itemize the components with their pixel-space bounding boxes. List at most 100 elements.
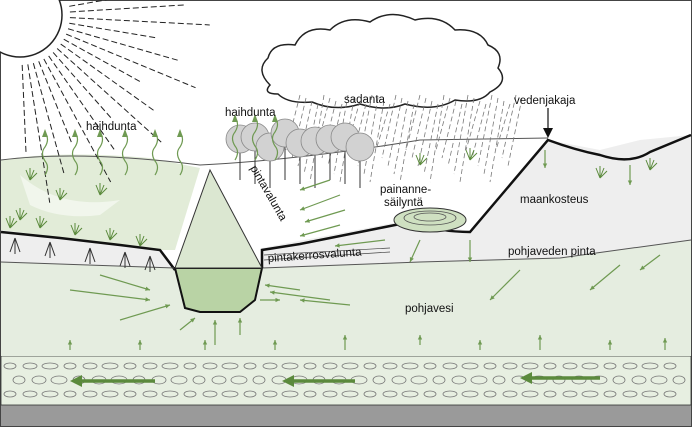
pebble (401, 390, 419, 398)
pebble (183, 390, 197, 398)
flow-arrow (269, 291, 331, 301)
flow-arrowhead (272, 340, 278, 345)
flow-arrowhead (607, 340, 613, 345)
evaporation-arrowhead (232, 114, 238, 122)
flow-arrow (299, 224, 341, 237)
pebble (192, 375, 206, 385)
pebble (581, 362, 599, 370)
label-groundwater: pohjavesi (405, 303, 454, 315)
grass-tuft (70, 223, 83, 236)
grass-tuft (5, 216, 18, 229)
pebble (262, 390, 278, 398)
evaporation-arrow (271, 117, 279, 161)
rain-streak (441, 100, 457, 159)
pebble (432, 375, 446, 385)
bedrock-band (1, 405, 691, 426)
sun-ray (69, 22, 159, 39)
pebble (221, 390, 239, 398)
label-precipitation: sadanta (344, 94, 386, 106)
pebble (391, 375, 407, 385)
flow-arrowhead (590, 285, 595, 290)
flow-arrowhead (275, 297, 280, 303)
rain-streak (375, 103, 391, 151)
flow-arrowhead (640, 265, 645, 270)
pebble (252, 375, 266, 385)
pebble (543, 390, 557, 398)
flow-arrow (589, 264, 621, 291)
label-depression-storage-2: säilyntä (384, 197, 424, 209)
pebble (502, 390, 518, 398)
sun-ray (63, 38, 143, 84)
flow-arrow (299, 179, 331, 191)
soil-zone (1, 135, 691, 270)
pebble (262, 362, 278, 370)
pebble (451, 375, 467, 385)
sun-ray (69, 17, 210, 26)
pebble (650, 375, 668, 385)
rain-streak (435, 97, 451, 151)
pebble (221, 362, 239, 370)
pebble (590, 375, 608, 385)
pebble (281, 362, 299, 370)
pebble (230, 375, 248, 385)
flow-arrowhead (145, 297, 150, 302)
pebble (243, 362, 257, 370)
pebble (22, 390, 38, 398)
pebble (123, 362, 137, 370)
depression-pond (393, 207, 467, 233)
pebble (603, 390, 617, 398)
pebble (631, 375, 647, 385)
pebble (50, 375, 68, 385)
pebble (672, 375, 686, 385)
grass-tuft (35, 216, 48, 229)
pebble (581, 390, 599, 398)
grass-tuft (465, 148, 478, 161)
flow-arrow (304, 209, 346, 223)
evaporation-arrow (96, 132, 104, 176)
pebble (372, 375, 386, 385)
pebble (142, 362, 158, 370)
pebble (363, 390, 377, 398)
flow-arrowhead (265, 283, 270, 288)
flow-arrow (69, 289, 151, 301)
pebble (663, 390, 677, 398)
evaporation-arrowhead (42, 129, 48, 137)
pebble (341, 390, 359, 398)
rain-streak (465, 100, 481, 151)
flow-arrowhead (190, 318, 195, 323)
flow-arrowhead (335, 243, 340, 248)
evaporation-arrowhead (177, 129, 183, 137)
flow-arrow (119, 304, 171, 321)
root (144, 255, 156, 272)
pebble (461, 390, 479, 398)
pebble (521, 362, 539, 370)
flow-arrows (67, 150, 668, 350)
lake-light-triangle (174, 168, 263, 269)
flow-arrowhead (477, 340, 483, 345)
pebble (41, 390, 59, 398)
label-evaporation-right: haihdunta (225, 107, 276, 119)
pebble (521, 390, 539, 398)
pebble (663, 362, 677, 370)
pebble (303, 362, 317, 370)
pebble (202, 362, 218, 370)
tree-crown (345, 132, 375, 162)
pebble (492, 375, 506, 385)
evaporation-arrow (251, 117, 259, 161)
rain-streak (381, 94, 397, 159)
pebble (622, 362, 638, 370)
pebble (161, 362, 179, 370)
rain-streak (363, 97, 379, 175)
grass-tuft (135, 234, 148, 247)
flow-arrowhead (270, 290, 275, 295)
pebble (123, 390, 137, 398)
rain-streak (471, 103, 487, 159)
evaporation-arrows (41, 114, 279, 176)
pebble (423, 390, 437, 398)
pebble (142, 390, 158, 398)
label-evaporation-left: haihdunta (86, 121, 137, 133)
flow-arrowhead (300, 186, 305, 191)
pebble (82, 390, 98, 398)
